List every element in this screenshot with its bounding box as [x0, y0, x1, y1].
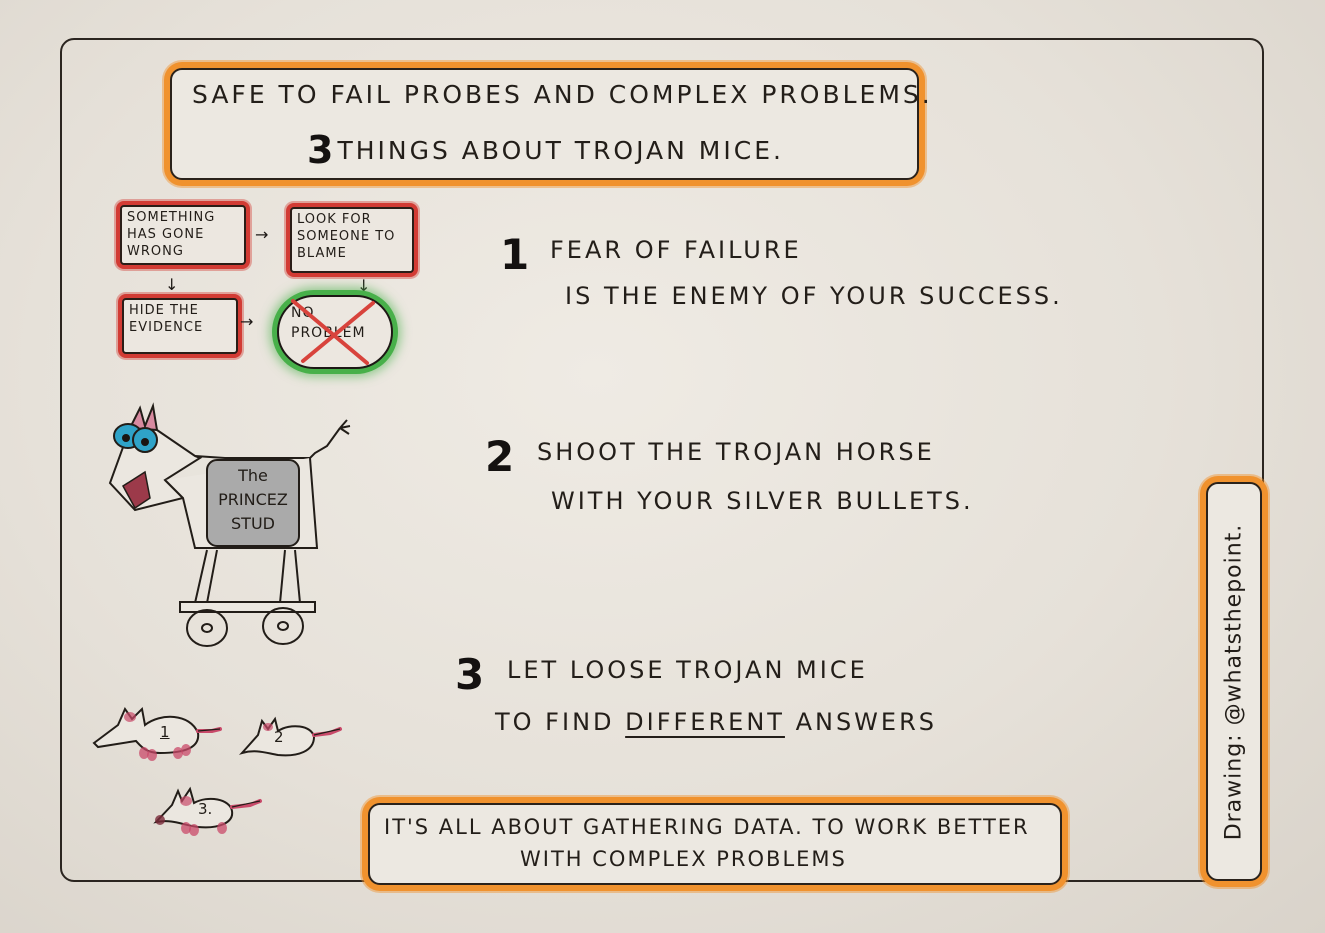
- no-problem-cloud: No problem: [277, 295, 393, 369]
- trojan-horse-illustration: [108, 402, 351, 647]
- conclusion-line-2: with complex problems: [520, 847, 847, 871]
- conclusion-box: It's all about gathering data. To work b…: [368, 803, 1062, 885]
- line-2-suffix: answers: [795, 708, 937, 736]
- point-line-1: Shoot the Trojan horse: [537, 438, 935, 466]
- arrow-right-icon: →: [240, 312, 254, 331]
- title-line-2: 3things about Trojan mice.: [307, 128, 784, 172]
- underlined-word: different: [625, 708, 785, 736]
- title-line-1: Safe to fail probes and complex problems…: [192, 80, 933, 109]
- blanket-line-1: The: [238, 466, 268, 485]
- arrow-down-icon: ↓: [165, 275, 179, 294]
- flow-box-look-for-blame: Look for someone to blame: [290, 207, 414, 273]
- mouse-label-2: 2: [274, 728, 284, 746]
- line-2-prefix: to find: [495, 708, 615, 736]
- title-box: Safe to fail probes and complex problems…: [170, 68, 930, 180]
- blanket-line-2: Princez: [218, 490, 288, 509]
- mouse-label-1: 1: [160, 723, 170, 741]
- horse-blanket-label: The Princez Stud: [210, 464, 296, 536]
- mouse-icon: [238, 716, 342, 757]
- point-number: 2: [485, 432, 515, 481]
- conclusion-line-1: It's all about gathering data. To work b…: [384, 815, 1030, 839]
- credit-text: Drawing: @whatsthepoint.: [1221, 523, 1247, 840]
- trojan-mice-illustration: [92, 706, 342, 836]
- blanket-line-3: Stud: [231, 514, 275, 533]
- point-line-2: to find different answers: [495, 708, 937, 736]
- credit-box: Drawing: @whatsthepoint.: [1206, 482, 1262, 881]
- mouse-label-3: 3.: [198, 800, 213, 818]
- point-number: 1: [500, 230, 530, 279]
- point-line-1: Let loose Trojan mice: [507, 656, 868, 684]
- cloud-label: No problem: [291, 305, 365, 341]
- point-number: 3: [455, 650, 485, 699]
- arrow-down-icon: ↓: [357, 276, 371, 295]
- point-line-2: with your silver bullets.: [551, 487, 974, 515]
- point-line-2: is the enemy of your success.: [565, 282, 1063, 310]
- title-line-2-text: things about Trojan mice.: [337, 136, 784, 165]
- red-cross-icon: [291, 299, 375, 365]
- point-line-1: Fear of failure: [550, 236, 802, 264]
- flow-box-hide-evidence: Hide the evidence: [122, 298, 238, 354]
- title-number: 3: [307, 128, 334, 172]
- arrow-right-icon: →: [255, 225, 269, 244]
- mouse-icon: [153, 786, 262, 836]
- mouse-icon: [92, 706, 222, 761]
- flow-box-something-wrong: Something has gone wrong: [120, 205, 246, 265]
